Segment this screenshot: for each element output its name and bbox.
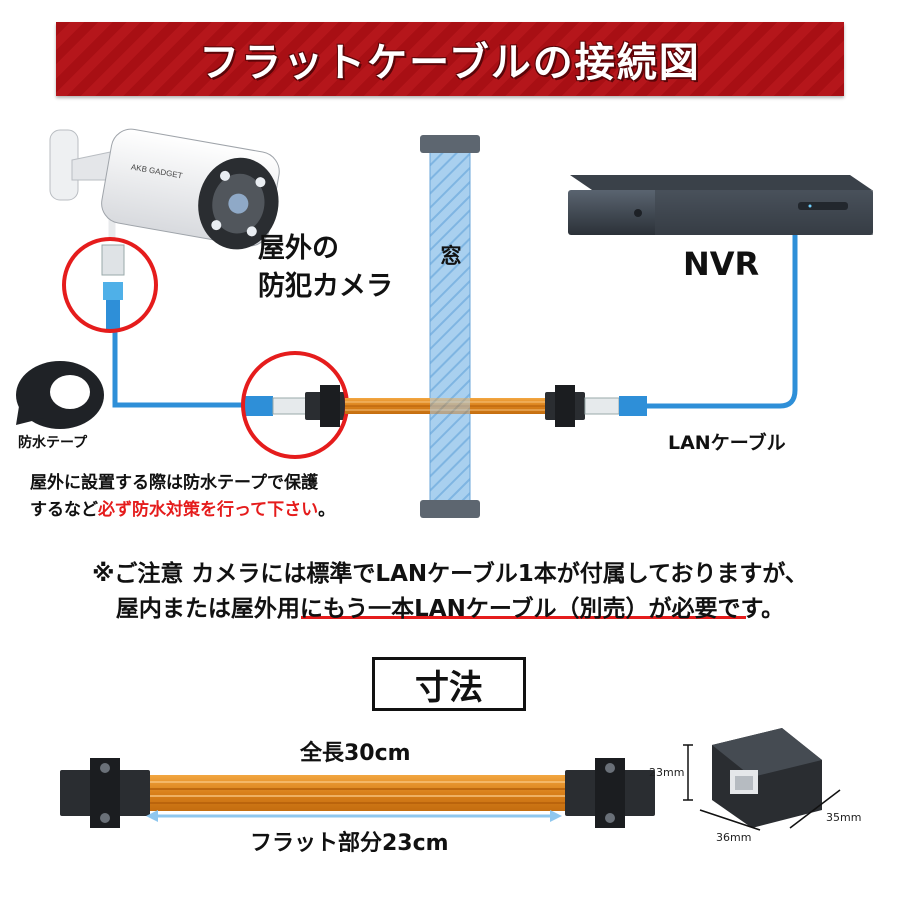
total-length-label: 全長30cm — [300, 741, 411, 766]
flat-cable-coupler-left — [305, 385, 345, 427]
waterproof-tape-icon — [16, 361, 104, 429]
camera-label-line1: 屋外の — [258, 233, 339, 264]
caution-line2: 屋内または屋外用にもう一本LANケーブル（別売）が必要です。 — [0, 592, 900, 627]
page-title: フラットケーブルの接続図 — [199, 40, 701, 86]
title-banner: フラットケーブルの接続図 — [56, 22, 844, 96]
caution-prefix: 屋内または屋外用に — [115, 596, 323, 622]
nvr-label: NVR — [683, 245, 760, 283]
connector-height-label: 23mm — [649, 766, 685, 779]
flat-length-label: フラット部分23cm — [250, 831, 449, 856]
camera-rj45-connector — [101, 244, 125, 330]
coupler-detail — [683, 728, 841, 831]
waterproof-note-line2: するなど必ず防水対策を行って下さい。 — [30, 497, 335, 524]
dimensions-title: 寸法 — [372, 657, 526, 711]
caution-line1: ※ご注意 カメラには標準でLANケーブル1本が付属しておりますが、 — [92, 561, 808, 587]
connector-width-label: 36mm — [716, 831, 752, 844]
flat-cable-coupler-right — [545, 385, 585, 427]
lan-cable-label: LANケーブル — [668, 432, 786, 454]
dimension-flat-cable — [60, 758, 655, 828]
lan-plug-right — [584, 396, 647, 416]
security-camera: AKB GADGET — [49, 128, 280, 250]
camera-label-line2: 防犯カメラ — [258, 271, 393, 302]
caution-note: ※ご注意 カメラには標準でLANケーブル1本が付属しておりますが、 屋内または屋… — [0, 557, 900, 627]
note-highlight: 必ず防水対策を行って下さい — [98, 500, 319, 520]
waterproof-note: 屋外に設置する際は防水テープで保護 するなど必ず防水対策を行って下さい。 — [30, 470, 335, 524]
flat-length-arrow — [146, 810, 562, 822]
waterproof-tape-label: 防水テープ — [18, 435, 88, 451]
waterproof-note-line1: 屋外に設置する際は防水テープで保護 — [30, 473, 318, 493]
window-wall — [420, 135, 480, 518]
highlight-circle-camera — [62, 237, 158, 333]
nvr-lan-cable — [647, 220, 798, 409]
note-prefix: するなど — [30, 500, 98, 520]
window-label: 窓 — [440, 244, 462, 268]
caution-highlight: もう一本LANケーブル（別売） — [322, 596, 649, 622]
connector-depth-label: 35mm — [826, 811, 862, 824]
lan-plug-left — [245, 396, 308, 416]
note-suffix: 。 — [318, 500, 336, 520]
caution-suffix: が必要です。 — [648, 596, 785, 622]
camera-label: 屋外の 防犯カメラ — [258, 230, 393, 306]
caution-underline — [301, 616, 746, 619]
nvr-device — [568, 175, 873, 235]
